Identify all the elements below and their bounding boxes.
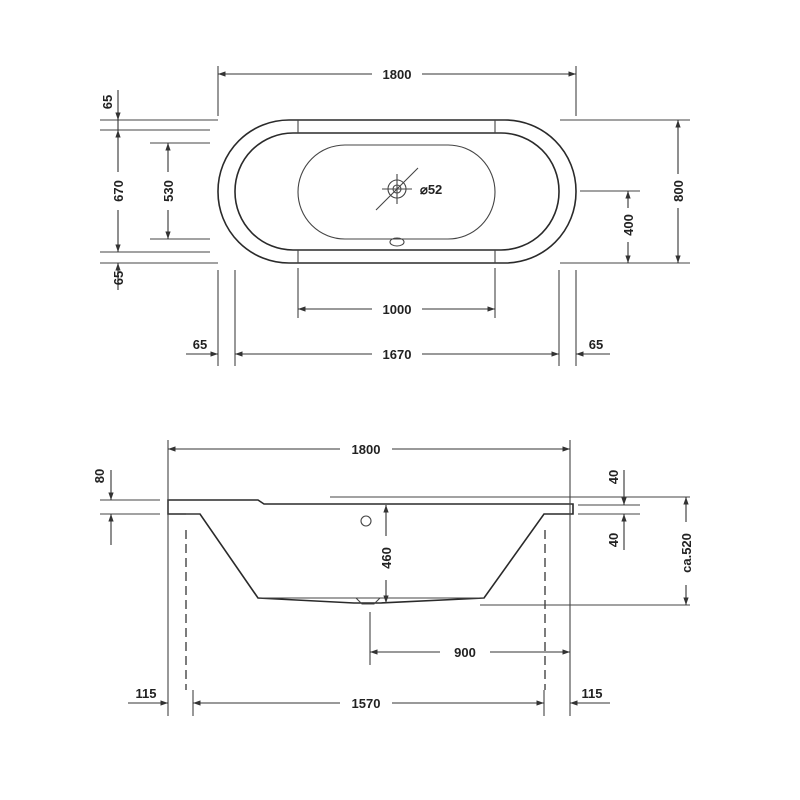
dim-side-height: ca.520 — [679, 533, 694, 573]
dim-side-rim-height: 80 — [92, 469, 107, 483]
dim-top-edge-right: 65 — [589, 337, 603, 352]
tub-inner-rim — [234, 132, 560, 251]
dim-top-inner-width: 530 — [161, 180, 176, 202]
side-view: 1800 80 40 40 ca.520 460 900 1570 115 11… — [92, 440, 694, 716]
overflow-icon — [389, 237, 405, 247]
dim-top-edge-left: 65 — [193, 337, 207, 352]
dim-top-overall-width: 800 — [671, 180, 686, 202]
dim-side-foot-left: 115 — [136, 686, 157, 701]
drain-side-icon — [355, 597, 381, 605]
dim-top-basin-length: 1000 — [383, 302, 412, 317]
drain-diameter-label: ⌀52 — [420, 182, 442, 197]
top-view: ⌀52 1800 65 670 530 — [100, 66, 690, 366]
dim-top-bottom-length: 1670 — [383, 347, 412, 362]
overflow-side-icon — [360, 515, 372, 527]
dim-side-rim-right-bottom: 40 — [606, 533, 621, 547]
dim-top-outer-width: 670 — [111, 180, 126, 202]
tub-basin — [297, 144, 496, 240]
dim-top-overall-length: 1800 — [383, 67, 412, 82]
dim-side-rim-right-top: 40 — [606, 470, 621, 484]
tub-outer-rim — [217, 119, 577, 264]
dim-side-overflow-depth: 460 — [379, 547, 394, 569]
dim-side-foot-right: 115 — [582, 686, 603, 701]
dim-top-edge-bottom: 65 — [111, 271, 126, 285]
dim-side-overall-length: 1800 — [352, 442, 381, 457]
tub-side-profile — [167, 499, 574, 604]
drain-icon — [375, 167, 419, 211]
dim-top-edge-top: 65 — [100, 95, 115, 109]
dim-side-bottom-length: 1570 — [352, 696, 381, 711]
dim-top-half-width: 400 — [621, 214, 636, 236]
dim-side-drain-offset: 900 — [454, 645, 476, 660]
